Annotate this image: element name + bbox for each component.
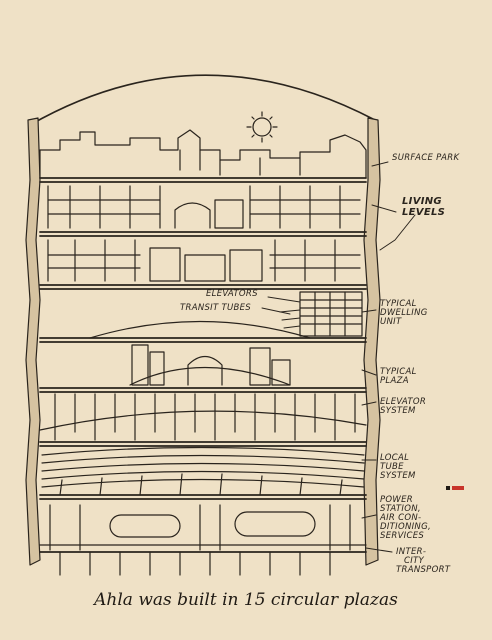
plaza-level [89,320,311,386]
figure-caption: Ahla was built in 15 circular plazas [94,590,398,610]
left-rock-wall [25,117,41,566]
label-local-tube-line3: SYSTEM [380,471,416,481]
label-elevator-system: ELEVATOR SYSTEM [380,398,426,416]
dome-arc [29,74,376,126]
label-living-levels-line2: LEVELS [402,207,446,218]
label-local-tube-system: LOCAL TUBE SYSTEM [380,454,416,481]
label-dwelling-unit: TYPICAL DWELLING UNIT [380,300,428,327]
dwelling-unit-level [279,291,363,337]
label-living-levels: LIVING LEVELS [402,196,445,218]
label-dwelling-line2: DWELLING [380,308,428,318]
local-tube-system [41,446,365,496]
label-elevators-text: ELEVATORS [206,289,258,299]
label-power-line1: POWER [380,495,413,505]
label-intercity-line3: TRANSPORT [396,565,451,575]
label-dwelling-line3: UNIT [380,317,402,327]
label-dwelling-line1: TYPICAL [380,299,417,309]
label-surface-park: SURFACE PARK [392,154,459,163]
living-level-2 [47,239,361,282]
label-intercity-line1: INTER- [396,547,427,557]
label-power-line3: AIR CON- [380,513,422,523]
sun-icon [246,111,278,143]
label-power-line4: DITIONING, [380,522,431,532]
label-intercity-line2: CITY [404,556,425,566]
power-station-level [39,504,367,576]
label-elevator-system-line2: SYSTEM [380,406,416,416]
living-level-1 [47,185,361,229]
level-plates [39,177,367,553]
label-local-tube-line1: LOCAL [380,453,410,463]
label-local-tube-line2: TUBE [380,462,404,472]
label-plaza-line2: PLAZA [380,376,409,386]
label-elevator-system-line1: ELEVATOR [380,397,427,407]
label-surface-park-text: SURFACE PARK [392,153,460,163]
label-power-line5: SERVICES [380,531,425,541]
label-living-levels-line1: LIVING [402,196,442,207]
label-typical-plaza: TYPICAL PLAZA [380,368,417,386]
red-stamp-mark [446,486,464,490]
leader-lines [261,161,416,553]
label-intercity-transport: INTER- CITY TRANSPORT [396,548,450,575]
label-power-line2: STATION, [380,504,421,514]
elevator-system-pillars [39,393,367,441]
surface-skyline [39,129,367,179]
label-power-station: POWER STATION, AIR CON- DITIONING, SERVI… [380,496,431,541]
label-plaza-line1: TYPICAL [380,367,417,377]
label-transit-tubes-text: TRANSIT TUBES [180,303,251,313]
label-elevators: ELEVATORS [206,290,258,299]
label-transit-tubes: TRANSIT TUBES [180,304,251,313]
right-rock-wall [363,117,381,566]
